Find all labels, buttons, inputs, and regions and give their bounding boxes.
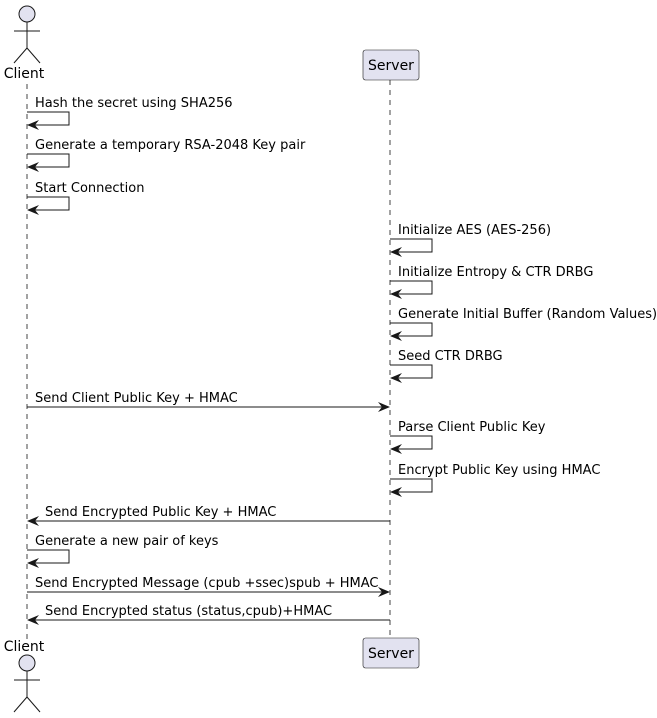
message: Encrypt Public Key using HMAC: [390, 463, 600, 497]
server-participant-top: Server: [362, 49, 420, 81]
message: Start Connection: [27, 181, 144, 215]
self-message-arrow: [390, 322, 433, 341]
client-actor-label-bottom: Client: [4, 639, 45, 655]
message: Initialize AES (AES-256): [390, 223, 551, 257]
message: Send Encrypted status (status,cpub)+HMAC: [27, 604, 390, 625]
client-actor-top: Client: [4, 5, 45, 82]
message: Send Encrypted Public Key + HMAC: [27, 505, 390, 526]
self-message-arrow: [27, 196, 70, 215]
server-participant-label: Server: [368, 58, 414, 74]
stick-figure-icon: [13, 5, 41, 64]
self-message-arrow: [390, 478, 433, 497]
message-label: Send Encrypted status (status,cpub)+HMAC: [45, 604, 332, 619]
message: Initialize Entropy & CTR DRBG: [390, 265, 593, 299]
self-message-arrow: [390, 435, 433, 454]
client-actor-label: Client: [4, 66, 45, 82]
message: Seed CTR DRBG: [390, 349, 503, 383]
message-label: Encrypt Public Key using HMAC: [398, 463, 600, 478]
message-label: Generate Initial Buffer (Random Values): [398, 307, 657, 322]
message: Send Client Public Key + HMAC: [27, 391, 390, 412]
self-message-arrow: [390, 238, 433, 257]
message-label: Send Client Public Key + HMAC: [35, 391, 238, 406]
message-label: Generate a temporary RSA-2048 Key pair: [35, 138, 306, 153]
client-actor-bottom: Client: [4, 639, 45, 713]
message-label: Parse Client Public Key: [398, 420, 546, 435]
message-label: Start Connection: [35, 181, 144, 196]
stick-figure-icon: [13, 654, 41, 713]
message-label: Seed CTR DRBG: [398, 349, 503, 364]
message-label: Send Encrypted Message (cpub +ssec)spub …: [35, 576, 379, 591]
message-label: Initialize Entropy & CTR DRBG: [398, 265, 593, 280]
server-participant-label-bottom: Server: [368, 646, 414, 662]
message-label: Send Encrypted Public Key + HMAC: [45, 505, 276, 520]
self-message-arrow: [390, 364, 433, 383]
server-participant-bottom: Server: [362, 637, 420, 669]
message: Generate a temporary RSA-2048 Key pair: [27, 138, 306, 172]
self-message-arrow: [27, 111, 70, 130]
message: Send Encrypted Message (cpub +ssec)spub …: [27, 576, 390, 597]
message-label: Initialize AES (AES-256): [398, 223, 551, 238]
self-message-arrow: [27, 549, 70, 568]
self-message-arrow: [27, 153, 70, 172]
message: Hash the secret using SHA256: [27, 96, 233, 130]
message: Parse Client Public Key: [390, 420, 546, 454]
message-label: Generate a new pair of keys: [35, 534, 219, 549]
message: Generate Initial Buffer (Random Values): [390, 307, 657, 341]
message-label: Hash the secret using SHA256: [35, 96, 233, 111]
message: Generate a new pair of keys: [27, 534, 219, 568]
self-message-arrow: [390, 280, 433, 299]
